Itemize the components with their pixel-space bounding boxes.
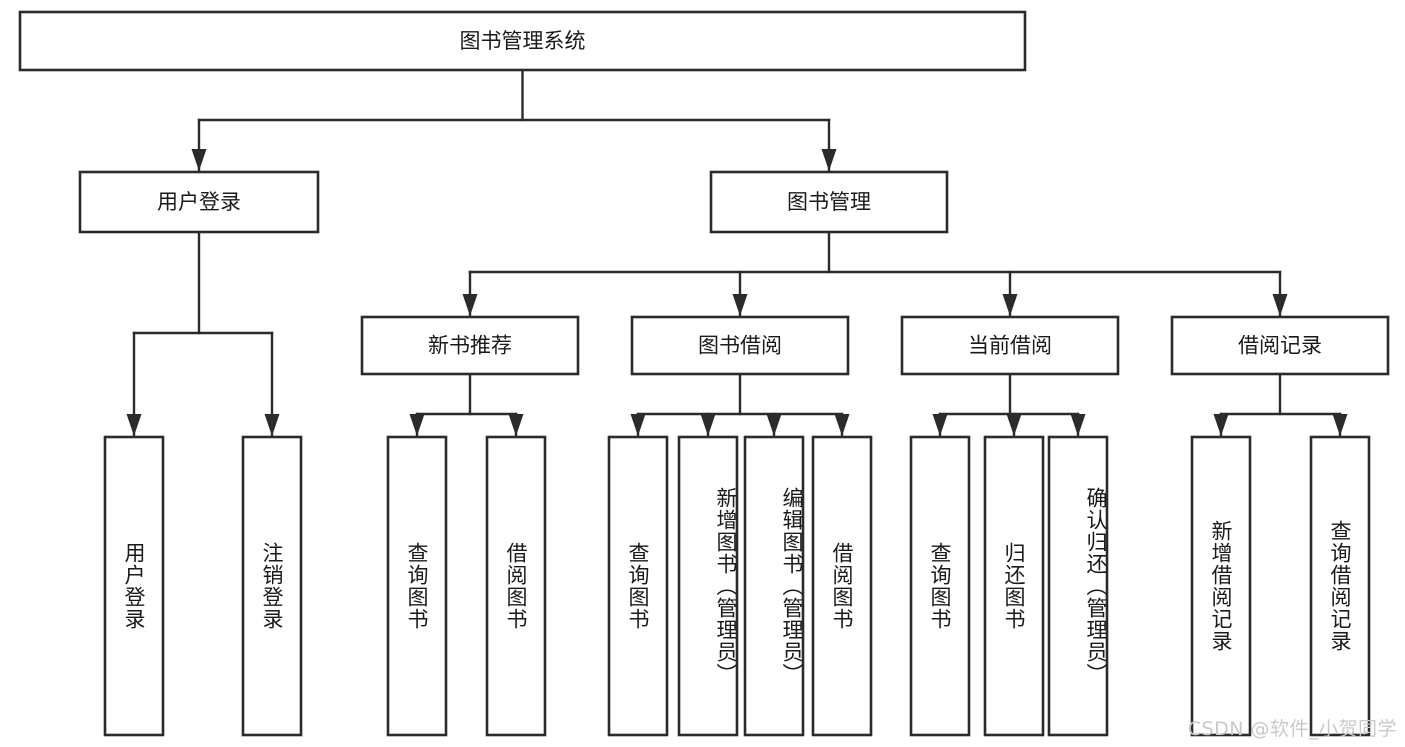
node-leaf-5[interactable] [677, 435, 739, 737]
node-label: 当前借阅 [968, 334, 1052, 358]
node-box[interactable] [677, 435, 739, 737]
arrow-head [766, 414, 782, 436]
arrow-head [1070, 414, 1086, 436]
arrow-head [462, 294, 478, 316]
arrow-head [1002, 294, 1018, 316]
arrow-head [508, 414, 524, 436]
arrow-head [630, 414, 646, 436]
node-leaf-12[interactable] [1309, 435, 1371, 737]
node-level3-3[interactable]: 借阅记录 [1170, 315, 1390, 376]
node-box[interactable] [811, 435, 873, 737]
arrow-head [126, 414, 142, 436]
arrow-head [409, 414, 425, 436]
node-leaf-9[interactable] [983, 435, 1045, 737]
node-level3-2[interactable]: 当前借阅 [900, 315, 1120, 376]
watermark: CSDN @软件_小贺同学 [1187, 718, 1397, 740]
node-level3-0[interactable]: 新书推荐 [360, 315, 580, 376]
node-level3-1[interactable]: 图书借阅 [630, 315, 850, 376]
node-level2-0[interactable]: 用户登录 [78, 170, 320, 234]
node-box[interactable] [983, 435, 1045, 737]
node-box[interactable] [103, 435, 165, 737]
arrow-head [732, 294, 748, 316]
node-box[interactable] [18, 10, 1027, 72]
node-box[interactable] [743, 435, 805, 737]
node-level2-1[interactable]: 图书管理 [709, 170, 949, 234]
node-label: 图书管理 [787, 190, 871, 214]
arrow-head [821, 149, 837, 171]
connector-layer [126, 68, 1348, 438]
node-box[interactable] [1047, 435, 1109, 737]
arrow-head [700, 414, 716, 436]
node-box[interactable] [1170, 315, 1390, 376]
arrow-head [264, 414, 280, 436]
node-leaf-3[interactable] [485, 435, 547, 737]
node-label: 借阅记录 [1238, 334, 1322, 358]
node-leaf-1[interactable] [241, 435, 303, 737]
node-box[interactable] [386, 435, 448, 737]
node-leaf-0[interactable] [103, 435, 165, 737]
node-leaf-4[interactable] [607, 435, 669, 737]
node-box[interactable] [709, 170, 949, 234]
node-leaf-2[interactable] [386, 435, 448, 737]
node-box[interactable] [360, 315, 580, 376]
arrow-head [1332, 414, 1348, 436]
node-box[interactable] [1309, 435, 1371, 737]
node-leaf-7[interactable] [811, 435, 873, 737]
node-box[interactable] [607, 435, 669, 737]
node-leaf-8[interactable] [909, 435, 971, 737]
node-box[interactable] [900, 315, 1120, 376]
node-box[interactable] [78, 170, 320, 234]
node-leaf-6[interactable] [743, 435, 805, 737]
node-leaf-11[interactable] [1190, 435, 1252, 737]
arrow-head [834, 414, 850, 436]
node-label: 用户登录 [157, 190, 241, 214]
arrow-head [932, 414, 948, 436]
arrow-head [1213, 414, 1229, 436]
node-label: 图书借阅 [698, 334, 782, 358]
node-box[interactable] [241, 435, 303, 737]
node-label: 图书管理系统 [460, 29, 586, 53]
node-box[interactable] [1190, 435, 1252, 737]
node-root[interactable]: 图书管理系统 [18, 10, 1027, 72]
arrow-head [1006, 414, 1022, 436]
arrow-head [1272, 294, 1288, 316]
node-box[interactable] [485, 435, 547, 737]
node-box[interactable] [630, 315, 850, 376]
node-box[interactable] [909, 435, 971, 737]
node-label: 新书推荐 [428, 334, 512, 358]
arrow-head [191, 149, 207, 171]
node-leaf-10[interactable] [1047, 435, 1109, 737]
